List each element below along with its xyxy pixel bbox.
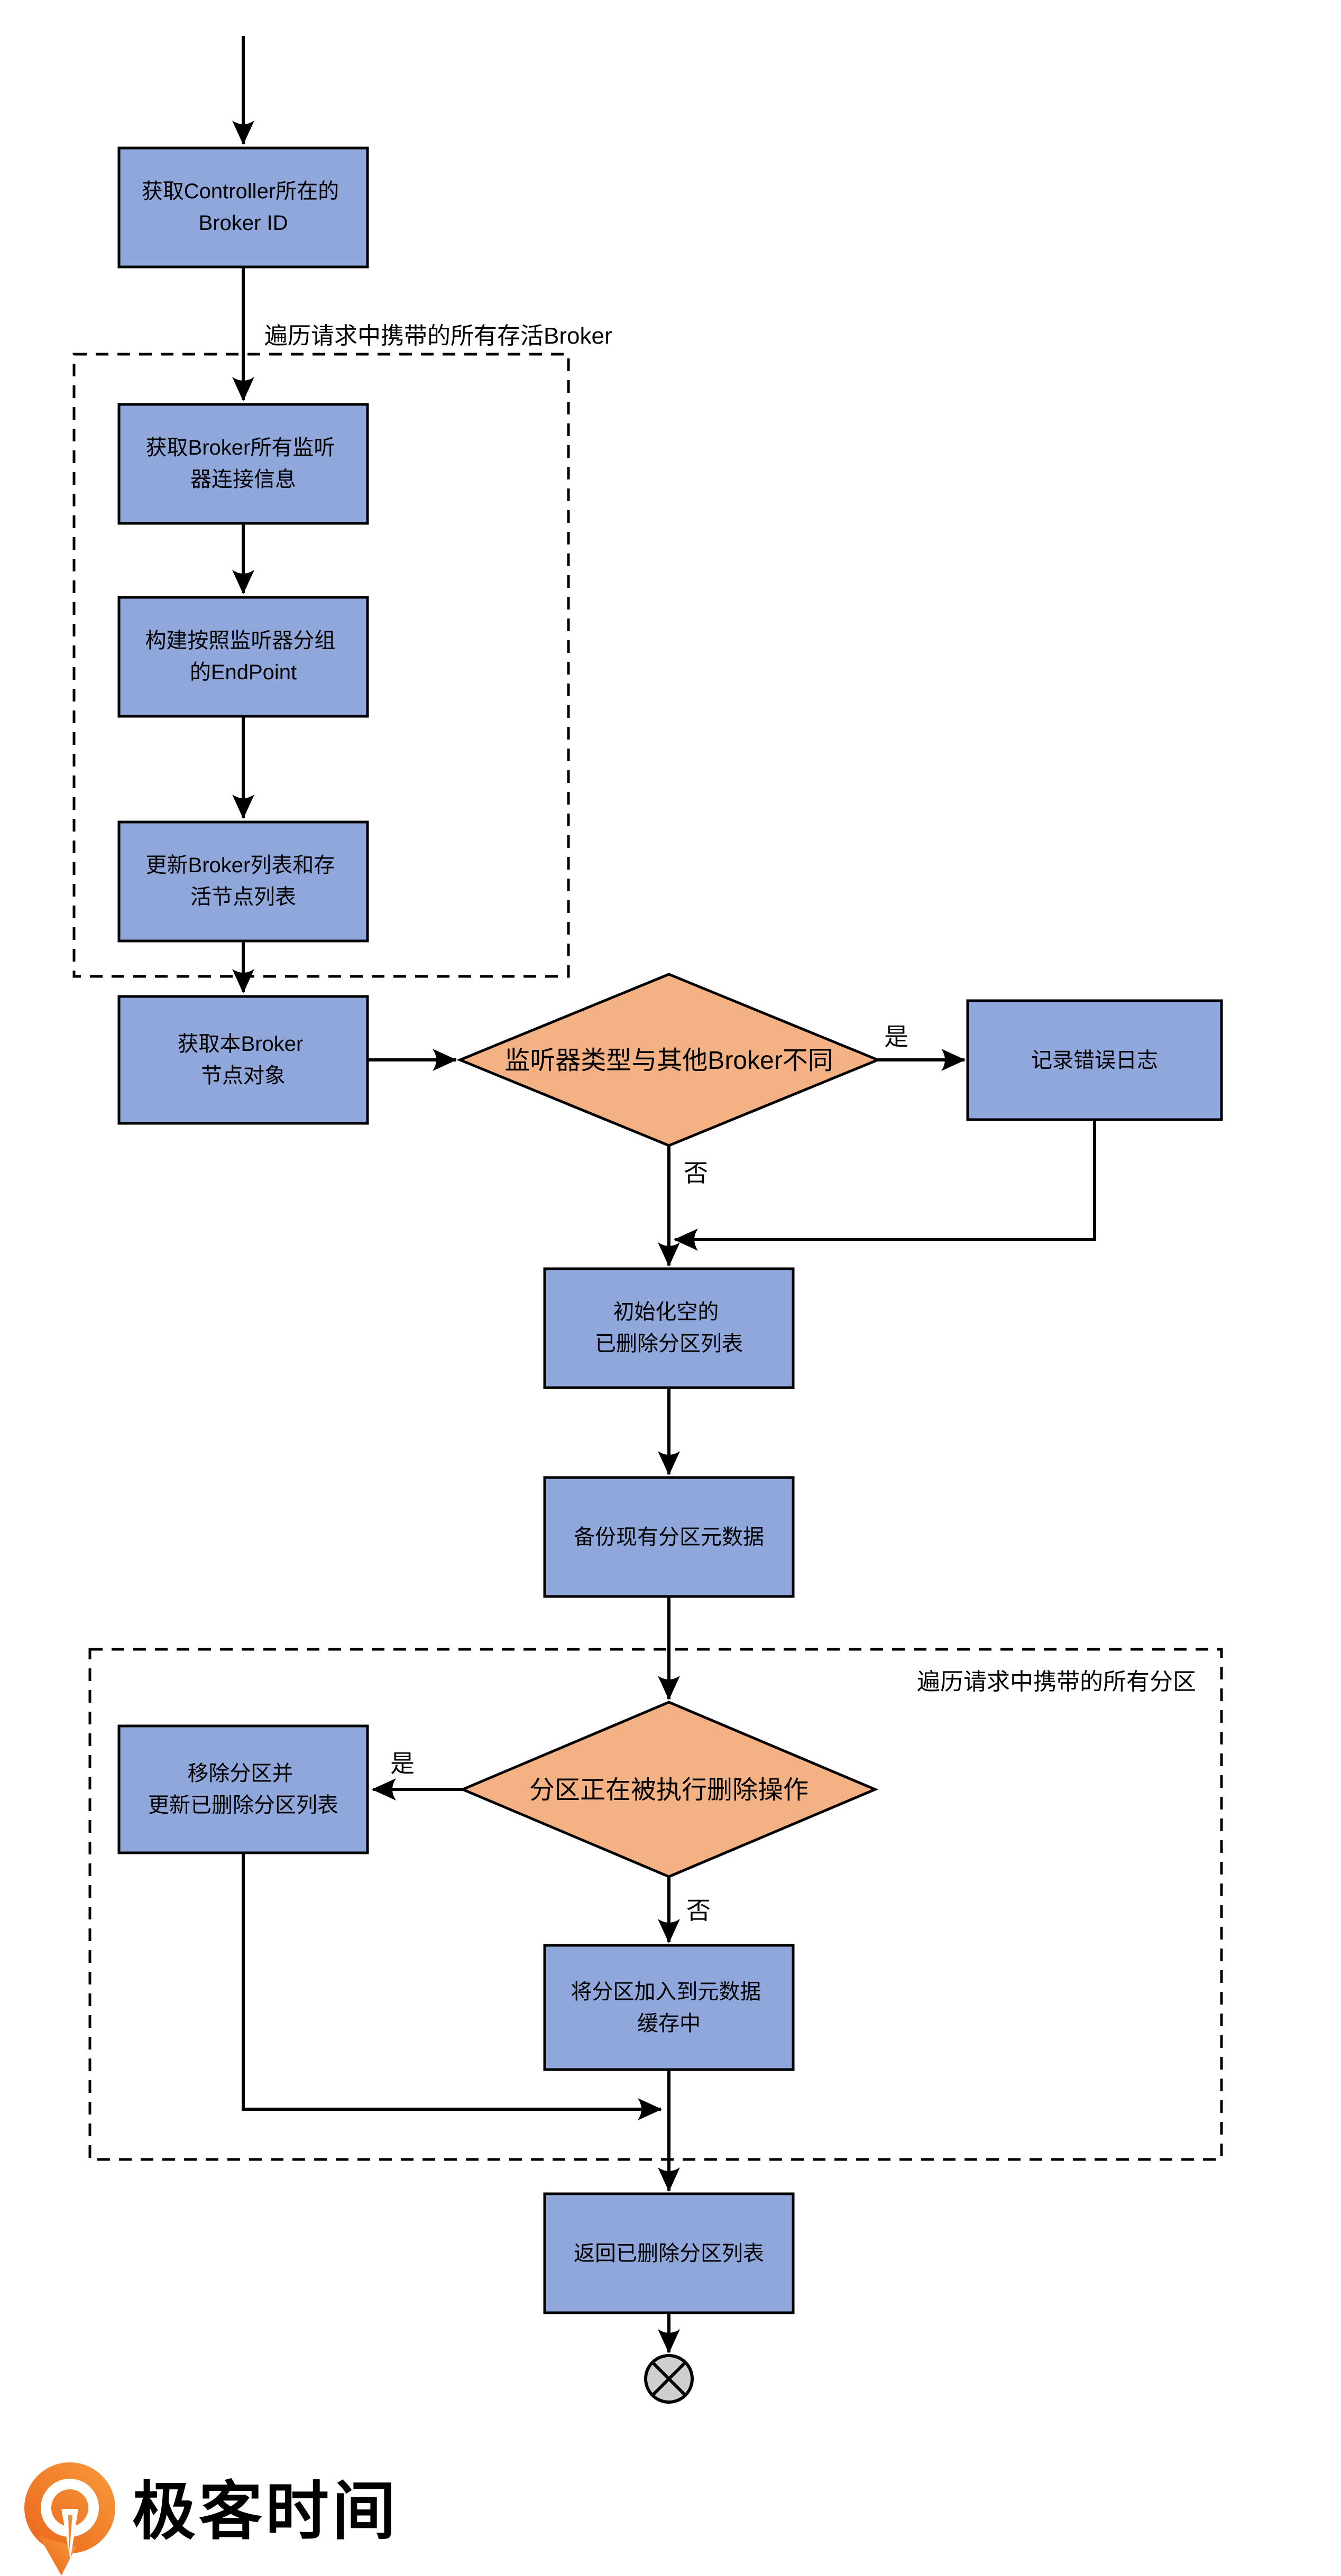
svg-text:获取Broker所有监听 器连接信息: 获取Broker所有监听 器连接信息 — [146, 436, 341, 491]
branch-label-listener-no: 否 — [684, 1159, 708, 1187]
svg-text:更新Broker列表和存 活节点列表: 更新Broker列表和存 活节点列表 — [146, 854, 341, 909]
svg-text:监听器类型与其他Broker不同: 监听器类型与其他Broker不同 — [504, 1047, 833, 1075]
svg-text:初始化空的 已删除分区列表: 初始化空的 已删除分区列表 — [595, 1300, 743, 1355]
svg-text:获取本Broker 节点对象: 获取本Broker 节点对象 — [178, 1032, 309, 1087]
svg-text:将分区加入到元数据 缓存中: 将分区加入到元数据 缓存中 — [571, 1980, 767, 2035]
geektime-logo-text: 极客时间 — [132, 2476, 399, 2547]
footer-logo: 极客时间 — [24, 2462, 399, 2575]
node-remove-partition-update-list: 移除分区并 更新已删除分区列表 — [117, 1724, 369, 1854]
svg-text:构建按照监听器分组 的EndPoint: 构建按照监听器分组 的EndPoint — [145, 629, 341, 684]
node-get-broker-listeners: 获取Broker所有监听 器连接信息 — [117, 403, 369, 525]
region-partition-loop — [88, 1648, 1223, 2161]
region-broker-loop-label: 遍历请求中携带的所有存活Broker — [264, 323, 612, 349]
node-log-error: 记录错误日志 — [966, 999, 1223, 1121]
node-update-broker-lists: 更新Broker列表和存 活节点列表 — [117, 820, 369, 943]
svg-text:备份现有分区元数据: 备份现有分区元数据 — [574, 1526, 764, 1549]
svg-text:分区正在被执行删除操作: 分区正在被执行删除操作 — [529, 1776, 809, 1804]
branch-label-listener-yes: 是 — [884, 1023, 908, 1050]
node-init-empty-deleted-partition-list: 初始化空的 已删除分区列表 — [543, 1267, 795, 1389]
svg-text:移除分区并 更新已删除分区列表: 移除分区并 更新已删除分区列表 — [148, 1762, 338, 1817]
end-terminator — [644, 2354, 694, 2404]
end-cross-line-2 — [651, 2361, 687, 2397]
edge-logerror-merge — [674, 1120, 1096, 1251]
svg-text:记录错误日志: 记录错误日志 — [1031, 1049, 1158, 1072]
node-backup-partition-metadata: 备份现有分区元数据 — [543, 1476, 795, 1598]
node-return-deleted-partition-list: 返回已删除分区列表 — [543, 2192, 795, 2314]
branch-label-partition-no: 否 — [686, 1897, 711, 1924]
node-build-endpoint-by-listener: 构建按照监听器分组 的EndPoint — [117, 596, 369, 718]
svg-text:获取Controller所在的 Broker I: 获取Controller所在的 Broker ID — [142, 180, 345, 235]
region-partition-loop-label: 遍历请求中携带的所有分区 — [917, 1669, 1196, 1695]
edge-remove-loopback — [242, 1853, 662, 2120]
node-get-controller-broker-id: 获取Controller所在的 Broker ID — [117, 146, 369, 269]
branch-label-partition-yes: 是 — [390, 1750, 415, 1777]
region-broker-loop — [72, 353, 570, 978]
svg-text:返回已删除分区列表: 返回已删除分区列表 — [574, 2242, 764, 2265]
geektime-logo-icon — [24, 2462, 115, 2575]
node-get-local-broker-node: 获取本Broker 节点对象 — [117, 995, 369, 1125]
node-add-partition-to-metadata-cache: 将分区加入到元数据 缓存中 — [543, 1944, 795, 2071]
decision-partition-being-deleted: 分区正在被执行删除操作 — [459, 1701, 879, 1878]
decision-listener-type-differs: 监听器类型与其他Broker不同 — [456, 973, 881, 1147]
